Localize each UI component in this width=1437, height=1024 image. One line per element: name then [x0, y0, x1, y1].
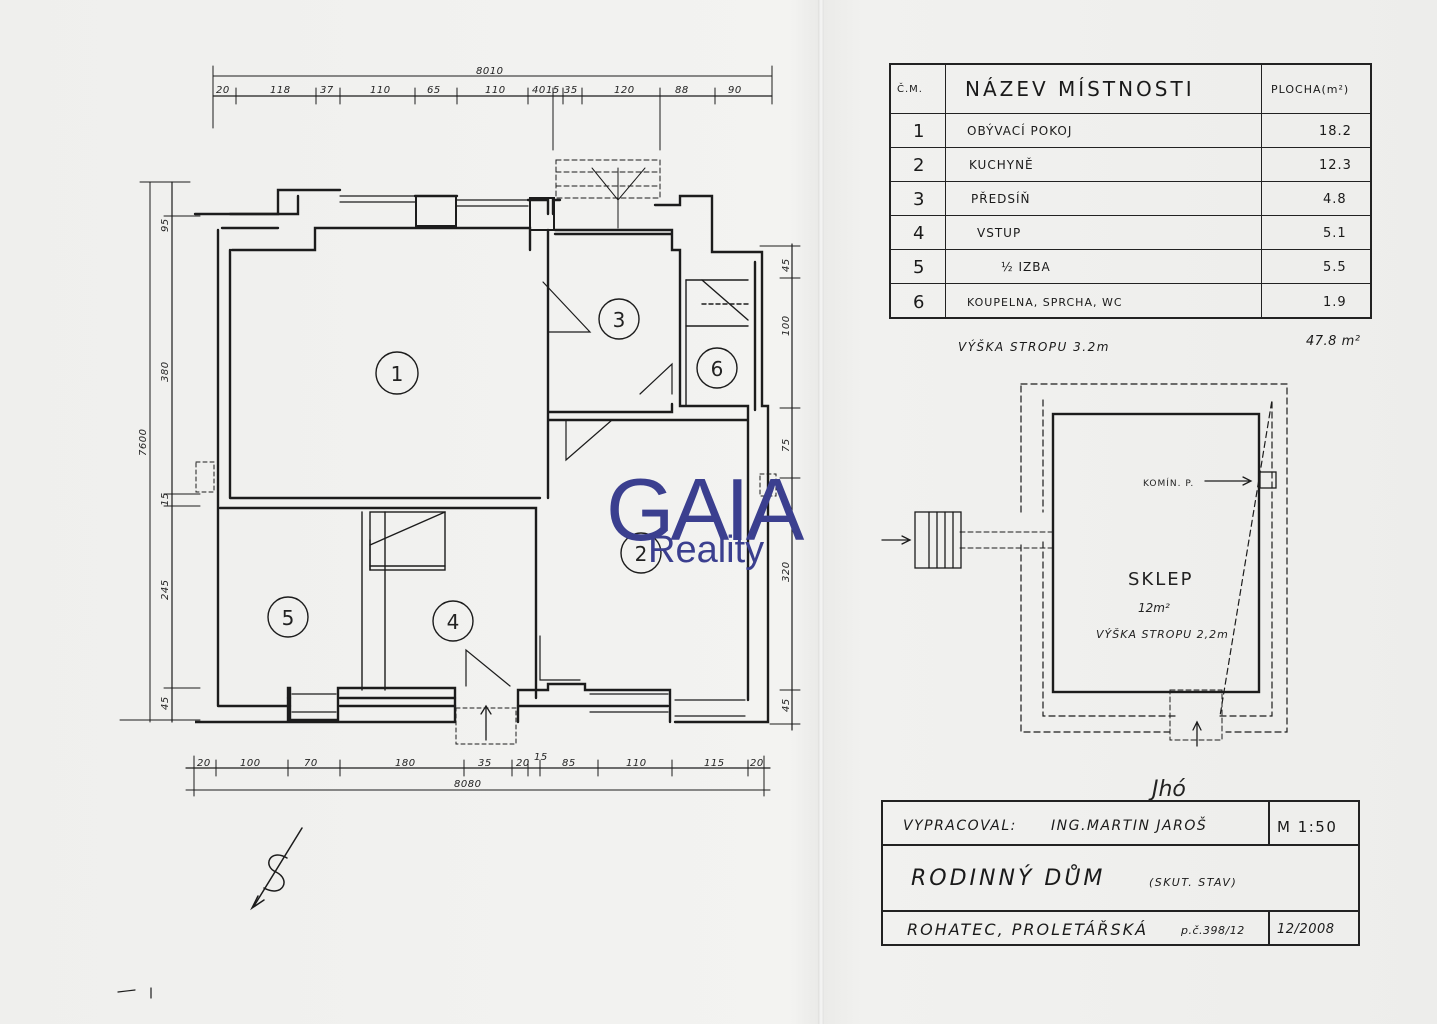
- dim-left-3: 15: [160, 492, 171, 506]
- row-area: 4.8: [1323, 191, 1347, 207]
- title-block-line: [883, 910, 1358, 912]
- title-block: VYPRACOVAL: ING.MARTIN JAROŠ M 1:50 RODI…: [881, 800, 1360, 946]
- dim-bottom-10: 115: [704, 758, 725, 769]
- col-number-header: Č.M.: [897, 83, 923, 95]
- dim-right-2: 100: [781, 315, 792, 336]
- room-table: Č.M. NÁZEV MÍSTNOSTI PLOCHA(m²) 1 OBÝVAC…: [889, 63, 1372, 319]
- signature: Jhó: [1148, 777, 1186, 802]
- table-row: 5 ½ IZBA 5.5: [891, 249, 1370, 284]
- dim-bottom-11: 20: [750, 758, 764, 769]
- scale: M 1:50: [1277, 818, 1338, 836]
- room-4-number: 4: [447, 610, 460, 634]
- dim-left-1: 95: [160, 218, 171, 232]
- row-name: ½ IZBA: [1001, 260, 1051, 274]
- drawing-title: RODINNÝ DŮM: [911, 866, 1106, 891]
- total-area: 47.8 m²: [1306, 334, 1361, 349]
- row-name: VSTUP: [977, 226, 1022, 240]
- room-3-number: 3: [613, 308, 626, 332]
- room-1-number: 1: [391, 362, 404, 386]
- dim-top-12: 90: [728, 85, 742, 96]
- row-area: 18.2: [1319, 123, 1352, 139]
- room-2-number: 2: [635, 542, 648, 566]
- title-block-line: [883, 844, 1358, 846]
- cellar-height: VÝŠKA STROPU 2,2m: [1096, 628, 1229, 641]
- prepared-by: ING.MARTIN JAROŠ: [1051, 818, 1208, 834]
- row-number: 6: [913, 291, 926, 313]
- title-block-divider: [1268, 802, 1270, 844]
- dim-top-8: 15: [546, 85, 560, 96]
- cellar-name: SKLEP: [1128, 569, 1194, 590]
- date: 12/2008: [1277, 922, 1335, 937]
- row-name: KOUPELNA, SPRCHA, WC: [967, 295, 1123, 309]
- row-area: 5.5: [1323, 259, 1347, 275]
- row-number: 4: [913, 222, 926, 244]
- dim-top-1: 20: [216, 85, 230, 96]
- room-6-number: 6: [711, 357, 724, 381]
- row-area: 5.1: [1323, 225, 1347, 241]
- row-name: PŘEDSÍŇ: [971, 192, 1031, 206]
- row-number: 3: [913, 188, 926, 210]
- row-number: 2: [913, 154, 926, 176]
- title-block-divider: [1268, 910, 1270, 944]
- room-table-header: Č.M. NÁZEV MÍSTNOSTI PLOCHA(m²): [891, 65, 1370, 113]
- dim-bottom-5: 35: [478, 758, 492, 769]
- dim-top-5: 65: [427, 85, 441, 96]
- row-area: 12.3: [1319, 157, 1352, 173]
- dim-top-6: 110: [485, 85, 506, 96]
- dim-bottom-total: 8080: [454, 779, 481, 790]
- table-row: 3 PŘEDSÍŇ 4.8: [891, 181, 1370, 216]
- row-number: 5: [913, 256, 926, 278]
- dim-right-5: 45: [781, 698, 792, 712]
- dim-bottom-6: 20: [516, 758, 530, 769]
- paper-fold: [818, 0, 824, 1024]
- dim-left-4: 245: [160, 579, 171, 600]
- dim-bottom-9: 110: [626, 758, 647, 769]
- dim-bottom-4: 180: [395, 758, 416, 769]
- parcel-number: p.č.398/12: [1181, 924, 1245, 937]
- col-area-header: PLOCHA(m²): [1271, 82, 1350, 96]
- dim-top-total: 8010: [476, 66, 503, 77]
- dim-bottom-7: 15: [534, 752, 548, 763]
- row-name: KUCHYNĚ: [969, 158, 1034, 172]
- dim-right-1: 45: [781, 258, 792, 272]
- table-divider: [1261, 65, 1262, 317]
- dim-top-11: 88: [675, 85, 689, 96]
- dim-bottom-8: 85: [562, 758, 576, 769]
- dim-top-3: 37: [320, 85, 334, 96]
- dim-left-2: 380: [160, 361, 171, 382]
- row-name: OBÝVACÍ POKOJ: [967, 124, 1073, 138]
- dim-top-2: 118: [270, 85, 291, 96]
- dim-left-total: 7600: [138, 429, 149, 456]
- prepared-label: VYPRACOVAL:: [903, 818, 1017, 834]
- row-area: 1.9: [1323, 294, 1347, 310]
- cellar-chimney-label: KOMÍN. P.: [1143, 477, 1194, 489]
- dim-top-10: 120: [614, 85, 635, 96]
- cellar-area: 12m²: [1138, 601, 1170, 615]
- drawing-subtitle: (SKUT. STAV): [1149, 876, 1238, 889]
- dim-top-9: 35: [564, 85, 578, 96]
- location: ROHATEC, PROLETÁŘSKÁ: [907, 920, 1149, 939]
- table-row: 1 OBÝVACÍ POKOJ 18.2: [891, 113, 1370, 148]
- table-row: 2 KUCHYNĚ 12.3: [891, 147, 1370, 182]
- dim-bottom-1: 20: [197, 758, 211, 769]
- dim-right-3: 75: [781, 438, 792, 452]
- table-row: 6 KOUPELNA, SPRCHA, WC 1.9: [891, 283, 1370, 320]
- table-divider: [945, 65, 946, 317]
- col-name-header: NÁZEV MÍSTNOSTI: [965, 77, 1195, 101]
- dim-top-4: 110: [370, 85, 391, 96]
- room-5-number: 5: [282, 606, 295, 630]
- dim-right-4: 320: [781, 561, 792, 582]
- dim-bottom-3: 70: [304, 758, 318, 769]
- dim-bottom-2: 100: [240, 758, 261, 769]
- dim-top-7: 40: [532, 85, 546, 96]
- dim-left-5: 45: [160, 696, 171, 710]
- ceiling-height: VÝŠKA STROPU 3.2m: [958, 340, 1110, 354]
- row-number: 1: [913, 120, 926, 142]
- table-row: 4 VSTUP 5.1: [891, 215, 1370, 250]
